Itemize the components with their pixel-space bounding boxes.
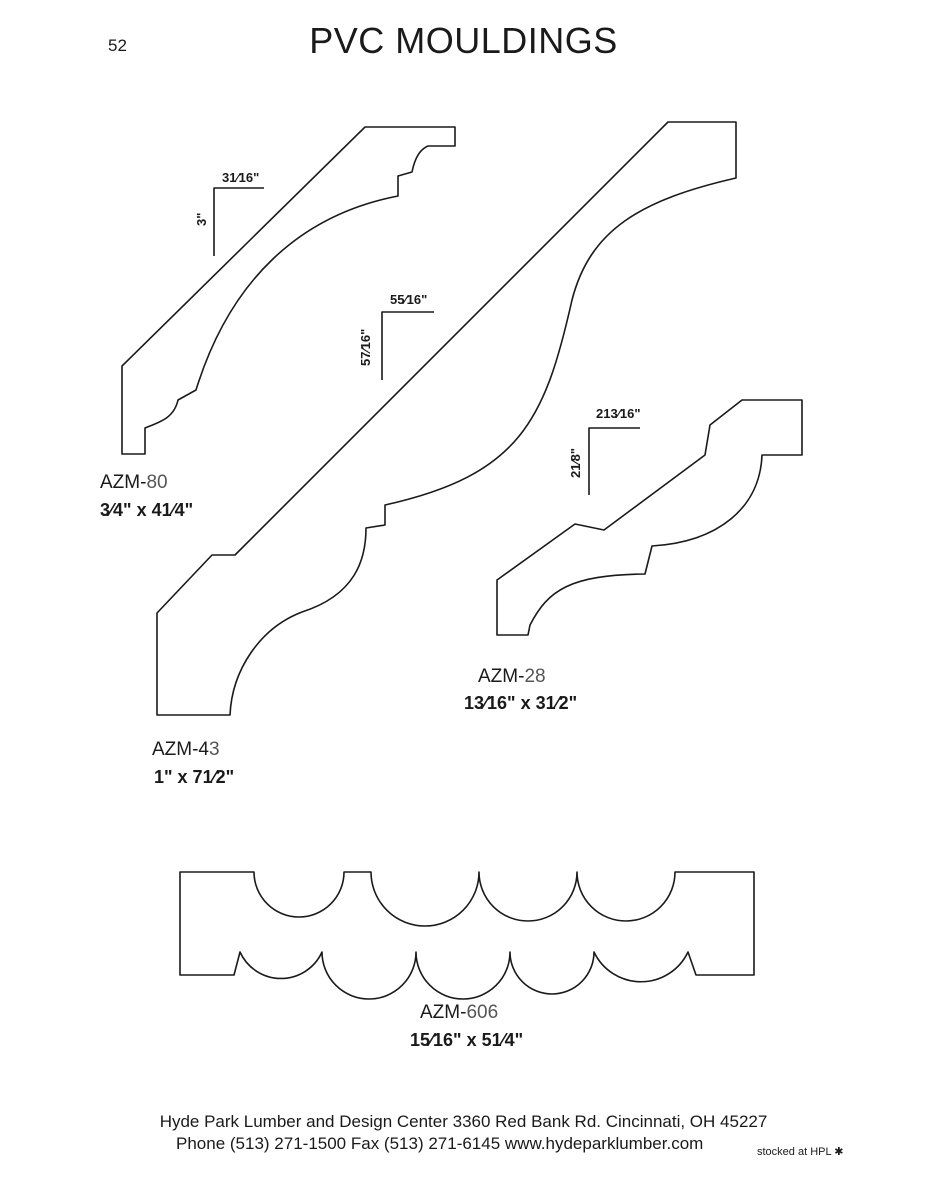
azm-80-size: 3⁄4" x 41⁄4" <box>100 500 194 520</box>
azm-28-code: AZM-28 <box>478 666 546 687</box>
azm-43-profile <box>156 121 737 716</box>
stock-note: stocked at HPL ✱ <box>757 1146 844 1158</box>
page-number: 52 <box>108 36 127 55</box>
azm-43-dimension-guide <box>381 311 434 380</box>
azm-43-code: AZM-43 <box>152 739 220 760</box>
azm-43-size: 1" x 71⁄2" <box>154 767 235 787</box>
azm-80-dim-vertical: 3" <box>194 213 209 226</box>
azm-606-profile <box>179 871 755 1000</box>
azm-28-size: 13⁄16" x 31⁄2" <box>464 693 578 713</box>
footer-contact: Phone (513) 271-1500 Fax (513) 271-6145 … <box>176 1134 704 1153</box>
azm-28-profile <box>496 399 803 636</box>
azm-43-dim-vertical: 57⁄16" <box>358 329 373 366</box>
azm-606-size: 15⁄16" x 51⁄4" <box>410 1030 524 1050</box>
azm-28-dim-horizontal: 213⁄16" <box>596 406 640 421</box>
azm-80-dim-horizontal: 31⁄16" <box>222 170 259 185</box>
asterisk-icon: ✱ <box>834 1146 844 1158</box>
azm-28-dimension-guide <box>588 427 640 495</box>
azm-80-dimension-guide <box>213 187 264 256</box>
page-title: PVC MOULDINGS <box>309 20 618 61</box>
azm-43-dim-horizontal: 55⁄16" <box>390 292 427 307</box>
azm-606-code: AZM-606 <box>420 1002 499 1023</box>
azm-80-code: AZM-80 <box>100 472 168 493</box>
footer-address: Hyde Park Lumber and Design Center 3360 … <box>159 1112 768 1131</box>
azm-80-profile <box>121 126 456 455</box>
azm-28-dim-vertical: 21⁄8" <box>568 448 583 478</box>
